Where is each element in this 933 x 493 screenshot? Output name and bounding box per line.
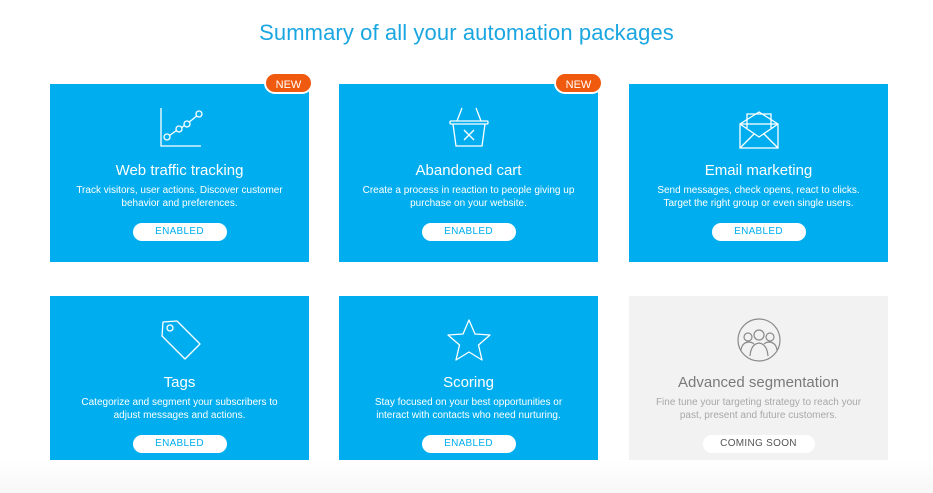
enabled-status-button[interactable]: ENABLED [421,223,516,241]
card-abandoned-cart[interactable]: Abandoned cart Create a process in react… [339,84,598,262]
enabled-status-button[interactable]: ENABLED [421,435,516,453]
card-advanced-segmentation: Advanced segmentation Fine tune your tar… [629,296,888,474]
new-badge: NEW [264,72,313,94]
card-title: Scoring [443,374,494,391]
card-title: Advanced segmentation [678,374,839,391]
card-description: Fine tune your targeting strategy to rea… [655,397,862,421]
bottom-fade [0,460,933,493]
line-chart-icon [155,104,205,152]
card-description: Categorize and segment your subscribers … [81,397,278,421]
people-group-icon [734,316,784,364]
tag-icon [155,316,205,364]
envelope-icon [734,104,784,152]
coming-soon-status: COMING SOON [702,435,815,453]
card-email-marketing[interactable]: Email marketing Send messages, check ope… [629,84,888,262]
new-badge: NEW [554,72,603,94]
card-scoring[interactable]: Scoring Stay focused on your best opport… [339,296,598,474]
card-title: Web traffic tracking [115,162,244,179]
card-title: Abandoned cart [415,162,522,179]
card-description: Track visitors, user actions. Discover c… [76,185,283,209]
card-description: Create a process in reaction to people g… [362,185,575,209]
card-title: Tags [163,374,196,391]
page-title: Summary of all your automation packages [259,20,674,45]
card-tags[interactable]: Tags Categorize and segment your subscri… [50,296,309,474]
card-description: Send messages, check opens, react to cli… [657,185,860,209]
card-web-traffic-tracking[interactable]: Web traffic tracking Track visitors, use… [50,84,309,262]
enabled-status-button[interactable]: ENABLED [132,435,227,453]
card-title: Email marketing [704,162,813,179]
star-icon [444,316,494,364]
enabled-status-button[interactable]: ENABLED [132,223,227,241]
enabled-status-button[interactable]: ENABLED [711,223,806,241]
card-description: Stay focused on your best opportunities … [374,397,563,421]
basket-icon [444,104,494,152]
